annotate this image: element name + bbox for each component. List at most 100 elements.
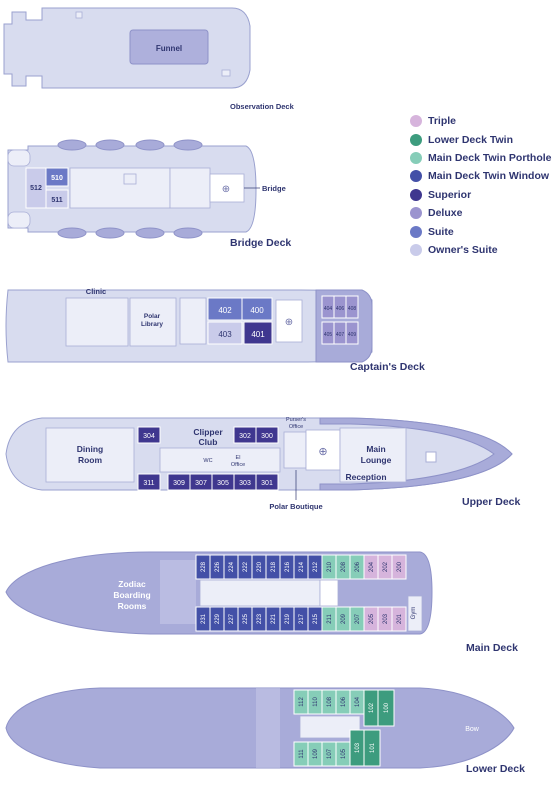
legend-item-lower-deck-twin: Lower Deck Twin: [410, 130, 552, 148]
svg-text:106: 106: [341, 696, 347, 707]
captains-deck-title: Captain's Deck: [350, 361, 425, 373]
svg-text:311: 311: [143, 480, 154, 487]
polar-boutique-label: Polar Boutique: [269, 502, 322, 511]
svg-text:217: 217: [299, 613, 305, 624]
svg-text:207: 207: [355, 613, 361, 624]
svg-text:215: 215: [313, 613, 319, 624]
svg-text:302: 302: [239, 433, 251, 440]
svg-text:231: 231: [201, 613, 207, 624]
svg-text:404: 404: [324, 306, 333, 312]
svg-text:Room: Room: [78, 455, 103, 465]
legend-item-triple: Triple: [410, 112, 552, 130]
svg-text:510: 510: [51, 175, 63, 182]
svg-text:203: 203: [383, 613, 389, 624]
cabin-101: [363, 729, 381, 767]
observation-deck: Funnel Observation Deck: [3, 7, 295, 111]
svg-text:206: 206: [355, 561, 361, 572]
svg-text:301: 301: [261, 480, 273, 487]
lower-deck-title: Lower Deck: [466, 763, 525, 775]
legend-swatch: [410, 207, 422, 220]
svg-text:402: 402: [218, 306, 232, 315]
svg-text:227: 227: [229, 613, 235, 624]
main-deck-title: Main Deck: [466, 642, 518, 654]
legend-swatch: [410, 170, 422, 183]
svg-text:201: 201: [397, 613, 403, 624]
legend-item-deluxe: Deluxe: [410, 204, 552, 222]
legend: Triple Lower Deck Twin Main Deck Twin Po…: [410, 112, 552, 259]
cabin-200: [391, 554, 407, 580]
legend-swatch: [410, 188, 422, 201]
forward-cabins: 404 406 408 405 407 409: [321, 295, 359, 345]
upper-deck-title: Upper Deck: [462, 496, 521, 508]
legend-item-main-deck-twin-window: Main Deck Twin Window: [410, 167, 552, 185]
cabin-401: [243, 321, 273, 345]
svg-text:112: 112: [299, 697, 305, 707]
svg-text:Dining: Dining: [77, 444, 103, 454]
svg-text:Rooms: Rooms: [118, 601, 147, 611]
svg-text:218: 218: [271, 561, 277, 572]
svg-text:Clipper: Clipper: [193, 427, 223, 437]
cabin-403: [207, 321, 243, 345]
legend-swatch: [410, 115, 422, 128]
cabin-409: [345, 321, 359, 345]
svg-text:105: 105: [341, 748, 347, 759]
svg-text:⊕: ⊕: [318, 446, 327, 458]
svg-text:219: 219: [285, 613, 291, 624]
svg-text:406: 406: [336, 306, 345, 312]
svg-text:307: 307: [195, 480, 207, 487]
svg-text:204: 204: [369, 561, 375, 572]
svg-text:107: 107: [327, 748, 333, 759]
svg-text:205: 205: [369, 613, 375, 624]
svg-text:Purser's: Purser's: [286, 417, 306, 423]
svg-text:Reception: Reception: [345, 472, 386, 482]
upper-deck: Dining Room 304 Clipper Club 302 300 WC …: [5, 417, 521, 511]
svg-text:221: 221: [271, 613, 277, 624]
svg-text:El: El: [236, 455, 241, 461]
main-deck-top-cabins: 228 226 224 222 220 218 216 214 212 210 …: [195, 554, 407, 580]
svg-text:304: 304: [143, 433, 155, 440]
legend-swatch: [410, 225, 422, 238]
svg-text:511: 511: [51, 197, 62, 204]
svg-text:223: 223: [257, 613, 263, 624]
svg-text:512: 512: [30, 185, 42, 192]
svg-text:Lounge: Lounge: [361, 455, 392, 465]
cabin-100: [377, 689, 395, 727]
gym-label: Gym: [411, 607, 417, 620]
svg-text:220: 220: [257, 561, 263, 572]
svg-text:WC: WC: [203, 458, 212, 464]
cabin-510: [45, 167, 69, 187]
svg-text:Library: Library: [141, 321, 163, 328]
cabin-311: [137, 473, 161, 491]
svg-text:110: 110: [313, 697, 319, 707]
svg-text:Boarding: Boarding: [113, 590, 150, 600]
svg-text:407: 407: [336, 332, 345, 338]
svg-text:303: 303: [239, 480, 251, 487]
legend-swatch: [410, 243, 422, 256]
bridge-deck-title: Bridge Deck: [230, 237, 291, 249]
bridge-label: Bridge: [262, 184, 286, 193]
legend-item-superior: Superior: [410, 186, 552, 204]
cabin-400: [241, 297, 273, 321]
svg-text:208: 208: [341, 561, 347, 572]
svg-text:300: 300: [261, 433, 273, 440]
svg-text:225: 225: [243, 613, 249, 624]
svg-text:403: 403: [218, 330, 232, 339]
cabin-304: [137, 426, 161, 444]
svg-text:103: 103: [355, 742, 361, 753]
lower-deck: 112 110 108 106 104 102 100 111 109 107 …: [5, 687, 525, 775]
lower-deck-top-cabins: 112 110 108 106 104 102 100: [293, 689, 395, 727]
svg-text:228: 228: [201, 561, 207, 572]
svg-text:400: 400: [250, 306, 264, 315]
legend-item-suite: Suite: [410, 222, 552, 240]
main-deck: Zodiac Boarding Rooms 228 226 224 222 22…: [5, 551, 518, 654]
svg-text:Zodiac: Zodiac: [118, 579, 146, 589]
svg-text:Club: Club: [199, 437, 218, 447]
captains-deck: Clinic Polar Library 402 400 403 401 ⊕ 4…: [5, 287, 425, 373]
cabin-511: [45, 189, 69, 209]
observation-deck-title: Observation Deck: [230, 102, 295, 111]
svg-text:104: 104: [355, 696, 361, 707]
svg-text:214: 214: [299, 561, 305, 572]
svg-text:Main: Main: [366, 444, 385, 454]
svg-text:401: 401: [251, 330, 265, 339]
